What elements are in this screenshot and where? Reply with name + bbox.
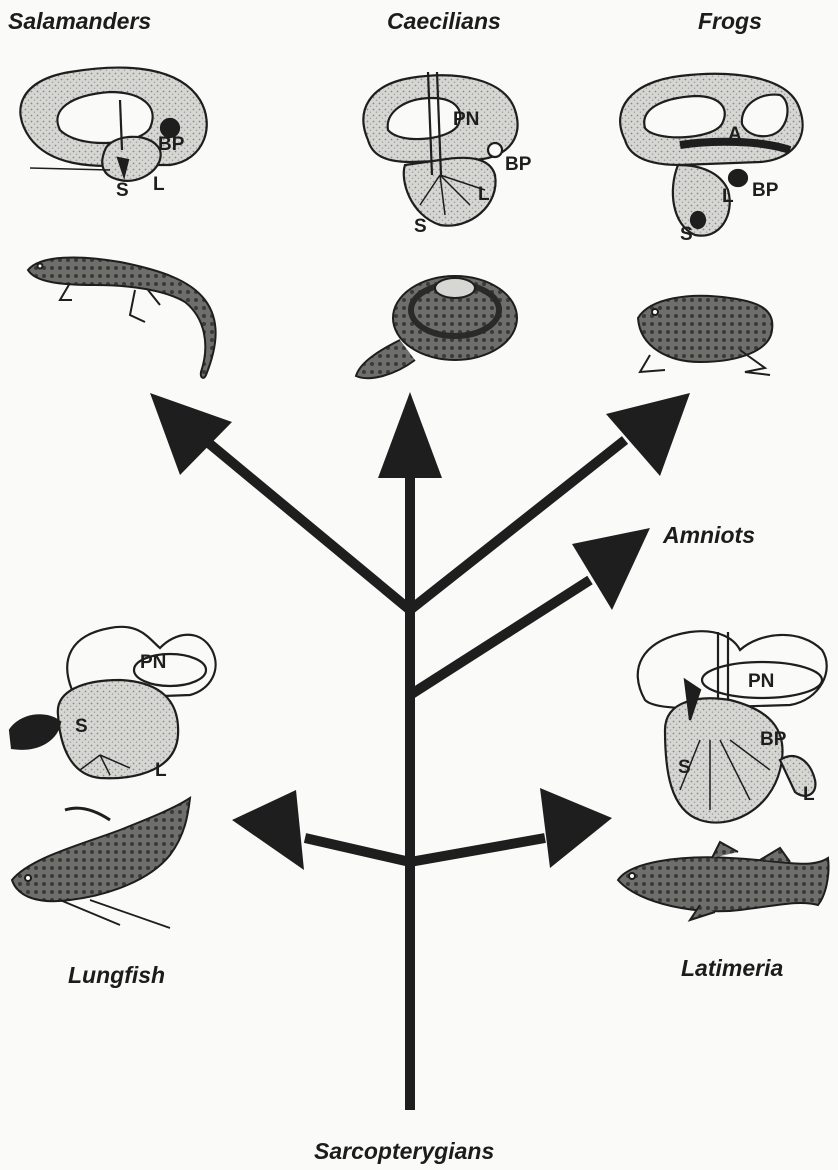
- ear-label-latimeria-bp: BP: [760, 729, 787, 750]
- ear-label-caecilian-bp: BP: [505, 154, 532, 175]
- frog-illustration: [638, 296, 772, 375]
- arrowhead-caecilians: [378, 392, 442, 478]
- ear-label-latimeria-s: S: [678, 757, 691, 778]
- arrowhead-latimeria: [540, 788, 612, 868]
- ear-label-salamander-l: L: [153, 174, 165, 195]
- ear-label-lungfish-l: L: [155, 760, 167, 781]
- ear-label-lungfish-pn: PN: [140, 652, 166, 673]
- lungfish-inner-ear: [10, 627, 216, 778]
- ear-label-frog-s: S: [680, 224, 693, 245]
- latimeria-illustration: [618, 842, 829, 920]
- ear-label-caecilian-pn: PN: [453, 109, 479, 130]
- ear-label-frog-a: A: [728, 124, 742, 145]
- ear-label-caecilian-s: S: [414, 216, 427, 237]
- salamander-inner-ear: [20, 68, 206, 181]
- arrowhead-salamanders: [150, 393, 232, 475]
- frog-inner-ear: [620, 74, 802, 236]
- caecilian-inner-ear: [363, 72, 517, 226]
- branch-frogs: [410, 440, 625, 610]
- ear-label-frog-l: L: [722, 186, 734, 207]
- branch-amniots: [410, 580, 590, 695]
- branch-lungfish: [305, 838, 410, 862]
- branch-salamanders: [205, 440, 410, 610]
- lungfish-illustration: [12, 798, 190, 928]
- ear-label-caecilian-l: L: [478, 184, 490, 205]
- ear-label-salamander-bp: BP: [158, 134, 185, 155]
- salamander-illustration: [28, 257, 216, 377]
- ear-label-frog-bp: BP: [752, 180, 779, 201]
- ear-label-lungfish-s: S: [75, 716, 88, 737]
- arrowhead-frogs: [606, 393, 690, 476]
- branch-latimeria: [410, 838, 545, 862]
- arrowhead-amniots: [572, 528, 650, 610]
- ear-label-latimeria-l: L: [803, 784, 815, 805]
- phylogenetic-tree: [205, 440, 625, 1110]
- arrowhead-lungfish: [232, 790, 304, 870]
- ear-label-salamander-s: S: [116, 180, 129, 201]
- ear-label-latimeria-pn: PN: [748, 671, 774, 692]
- latimeria-inner-ear: [638, 631, 827, 822]
- caecilian-illustration: [356, 276, 517, 378]
